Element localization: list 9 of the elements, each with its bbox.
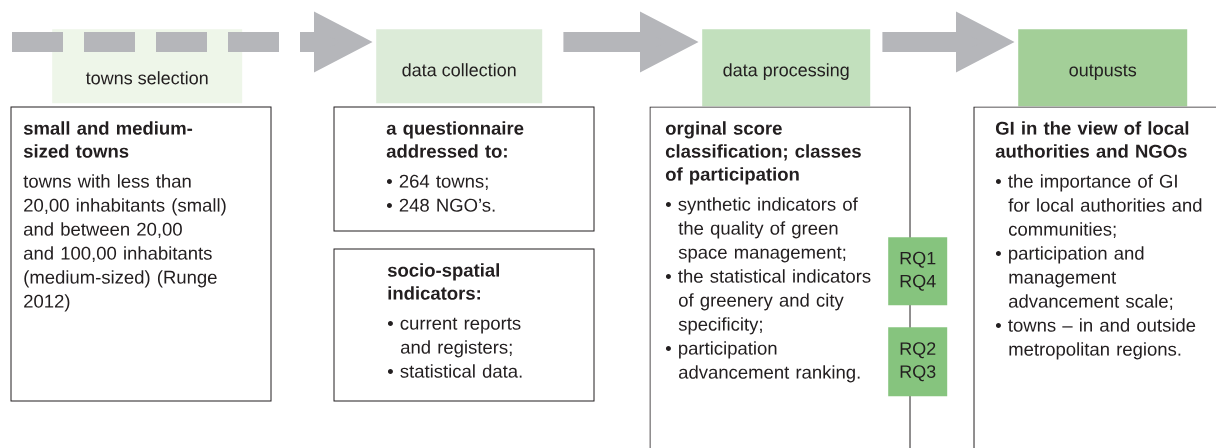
text-box: a questionnaire addressed to: • 264 towns; • 248 NGO’s.: [333, 106, 595, 232]
stage-header: data processing: [702, 29, 871, 107]
stage-header: data collection: [376, 29, 543, 104]
text-box: small and medium-sized towns towns with less than 20,00 inhabitants (small) and between 20,00 and 100,00 inhabitants (medium-sized) (Runge 2012): [10, 106, 272, 402]
stage-header: outpusts: [1018, 29, 1188, 107]
text-box: GI in the view of local authorities and NGOs • the importance of GI for local authorities and communities; • participation and management advancement scale; • towns – in and outside metropolitan regions.: [973, 106, 1216, 448]
label-box: RQ1 RQ4: [888, 237, 948, 306]
text-box: socio-spatial indicators: • current reports and registers; • statistical data.: [333, 248, 595, 402]
label-box: RQ2 RQ3: [888, 327, 948, 397]
